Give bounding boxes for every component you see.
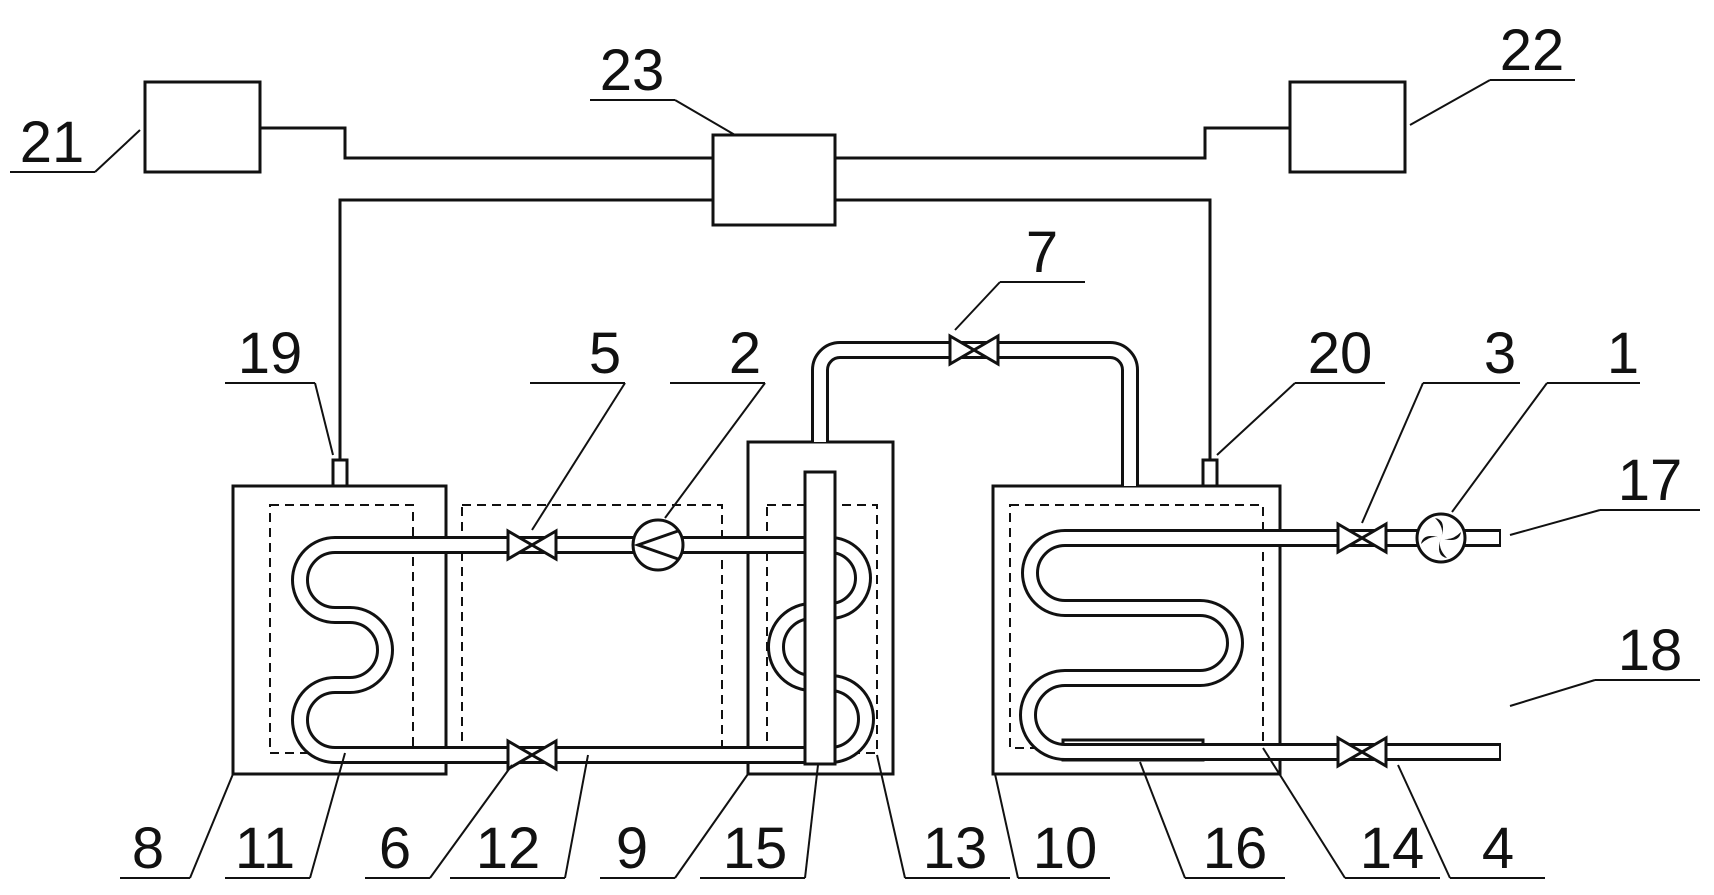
label-7: 7 [1026, 220, 1058, 285]
valve-3[interactable] [1336, 521, 1388, 555]
valve-4[interactable] [1336, 735, 1388, 769]
valve-7[interactable] [948, 333, 1000, 367]
box-21 [143, 80, 262, 174]
label-9: 9 [616, 816, 648, 881]
valve-6[interactable] [506, 738, 558, 772]
signal-line-23-22 [835, 126, 1290, 160]
container-8 [231, 484, 448, 776]
label-23: 23 [600, 38, 665, 103]
label-4: 4 [1482, 816, 1514, 881]
signal-line-23-19 [338, 198, 713, 460]
label-12: 12 [476, 816, 541, 881]
label-22: 22 [1500, 18, 1565, 83]
label-15: 15 [723, 816, 788, 881]
label-11: 11 [235, 816, 295, 881]
label-1: 1 [1607, 321, 1639, 386]
label-6: 6 [379, 816, 411, 881]
label-3: 3 [1484, 321, 1516, 386]
label-5: 5 [589, 321, 621, 386]
box-23 [711, 133, 837, 227]
label-14: 14 [1360, 816, 1425, 881]
fan-1[interactable] [1415, 512, 1467, 564]
label-19: 19 [238, 321, 303, 386]
valve-5[interactable] [506, 528, 558, 562]
signal-line-23-20 [835, 198, 1212, 460]
pump-2[interactable] [631, 518, 685, 572]
coil-right [1022, 532, 1500, 758]
coil-13 [770, 539, 872, 761]
label-10: 10 [1033, 816, 1098, 881]
label-21: 21 [20, 110, 85, 175]
label-8: 8 [132, 816, 164, 881]
box-22 [1288, 80, 1407, 174]
leader-lines [10, 79, 1700, 879]
sensor-19 [331, 458, 349, 488]
label-13: 13 [923, 816, 988, 881]
label-16: 16 [1203, 816, 1268, 881]
sensor-20 [1201, 458, 1219, 488]
label-2: 2 [729, 321, 761, 386]
label-20: 20 [1308, 321, 1373, 386]
signal-line-21-23 [260, 126, 713, 160]
label-17: 17 [1618, 448, 1683, 513]
rod-15 [803, 470, 837, 766]
pipe-loop-left [294, 539, 820, 761]
label-18: 18 [1618, 618, 1683, 683]
